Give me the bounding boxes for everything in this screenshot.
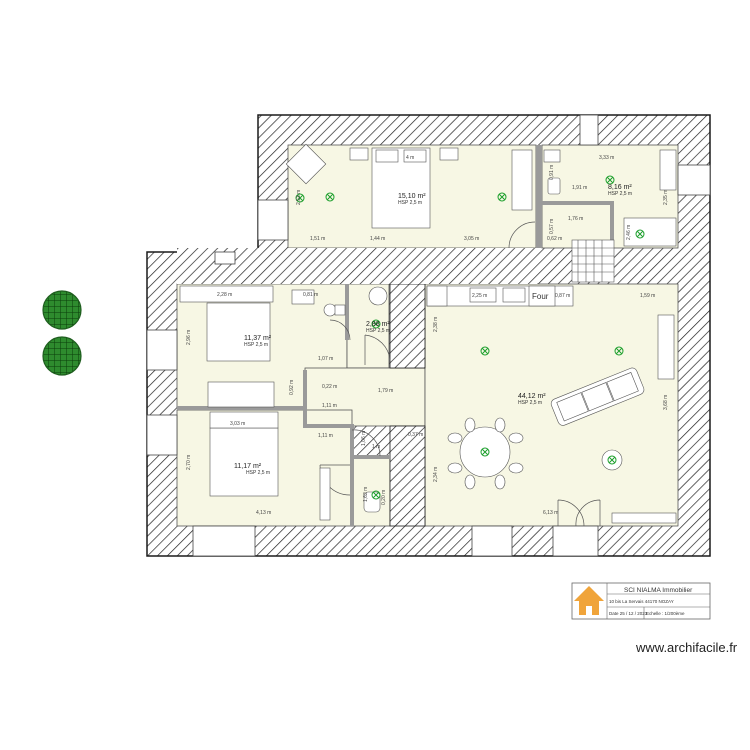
dim-label: 3,33 m	[599, 155, 614, 161]
company-name: SCI NIALMA Immobilier	[624, 587, 693, 594]
bedroom-left-hsp: HSP 2,5 m	[244, 342, 268, 348]
dim-label: 1,79 m	[378, 388, 393, 394]
dim-label: 1 m	[372, 444, 380, 450]
bathroom-top-area: 8,16 m²	[608, 184, 632, 191]
wc-area: 2,88 m²	[366, 321, 390, 328]
dim-label: 3,05 m	[464, 236, 479, 242]
dim-label: 0,92 m	[289, 380, 295, 395]
bed-bottom	[209, 427, 279, 497]
dim-label: 2,53 m	[296, 190, 302, 205]
bedroom-bottom-hsp: HSP 2,5 m	[246, 470, 270, 476]
living-area: 44,12 m²	[518, 393, 546, 400]
dim-label: 1,11 m	[322, 403, 337, 409]
bedroom-top-area: 15,10 m²	[398, 193, 426, 200]
partitions	[177, 201, 614, 526]
dim-label: 2,70 m	[186, 455, 192, 470]
room-labels: 15,10 m² HSP 2,5 m 8,16 m² HSP 2,5 m 11,…	[234, 184, 632, 476]
dim-label: 0,57 m	[549, 219, 555, 234]
dim-label: 1,07 m	[318, 356, 333, 362]
oven-label: Four	[532, 292, 549, 301]
dim-label: 1,91 m	[572, 185, 587, 191]
interior-walls	[177, 145, 542, 527]
north-indicators	[42, 290, 82, 376]
dim-label: 2,46 m	[626, 225, 632, 240]
watermark-text[interactable]: www.archifacile.fr	[636, 640, 738, 655]
dim-label: 2,35 m	[663, 190, 669, 205]
bathroom-top-hsp: HSP 2,5 m	[608, 191, 632, 197]
dim-label: 1,51 m	[310, 236, 325, 242]
title-block: SCI NIALMA Immobilier 10 bis La Servais …	[571, 582, 711, 620]
dim-label: 1,44 m	[370, 236, 385, 242]
scale: Echelle : 1/200ème	[646, 611, 685, 616]
dim-label: 1,76 m	[568, 216, 583, 222]
dim-label: 2,38 m	[433, 317, 439, 332]
dim-label: 1,06 m	[361, 431, 367, 446]
dim-label: 6,13 m	[543, 510, 558, 516]
furniture	[179, 143, 677, 524]
dim-label: 1,62 m	[363, 487, 369, 502]
dim-label: 1,59 m	[640, 293, 655, 299]
wc-hsp: HSP 2,5 m	[366, 328, 390, 334]
dim-label: 1,11 m	[318, 433, 333, 439]
dim-label: 0,87 m	[555, 293, 570, 299]
dim-label: 0,20 m	[381, 490, 387, 505]
dim-label: 0,81 m	[303, 292, 318, 298]
bedroom-bottom-area: 11,17 m²	[234, 463, 262, 470]
dim-label: 2,28 m	[217, 292, 232, 298]
dim-label: 4 m	[406, 155, 414, 161]
dim-label: 3,68 m	[663, 395, 669, 410]
dim-label: 4,13 m	[256, 510, 271, 516]
bedroom-top-hsp: HSP 2,5 m	[398, 200, 422, 206]
dim-label: 0,91 m	[549, 165, 555, 180]
dim-label: 2,25 m	[472, 293, 487, 299]
dim-label: 0,62 m	[547, 236, 562, 242]
dim-label: 2,96 m	[186, 330, 192, 345]
stairs	[571, 239, 615, 283]
windows	[146, 114, 711, 557]
date: Date 25 / 12 / 2023	[609, 611, 648, 616]
wc-sink	[368, 286, 388, 306]
dim-label: 3,03 m	[230, 421, 245, 427]
bedroom-left-area: 11,37 m²	[244, 335, 272, 342]
light-fixtures	[295, 175, 645, 500]
dimension-labels: 4 m 3,33 m 2,53 m 1,51 m 1,44 m 3,05 m 0…	[186, 155, 669, 516]
address: 10 bis La Servais 44170 NOZAY	[609, 599, 674, 604]
dim-label: 0,22 m	[322, 384, 337, 390]
dim-label: 0,37 m	[408, 432, 423, 438]
house-logo-icon	[574, 586, 604, 615]
living-hsp: HSP 2,5 m	[518, 400, 542, 406]
bed-left	[206, 302, 271, 362]
dim-label: 2,34 m	[433, 467, 439, 482]
